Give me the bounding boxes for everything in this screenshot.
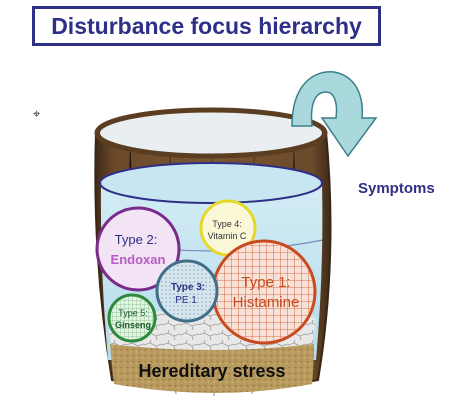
diagram-title: Disturbance focus hierarchy — [51, 12, 362, 39]
curved-arrow-icon — [291, 71, 378, 158]
water-surface — [99, 162, 323, 204]
title-box: Disturbance focus hierarchy — [32, 6, 381, 46]
base-label: Hereditary stress — [138, 361, 285, 381]
type5-substance: Ginseng — [115, 320, 151, 330]
type2-substance: Endoxan — [111, 252, 166, 267]
type1-substance: Histamine — [233, 294, 300, 311]
sand-base — [110, 344, 314, 393]
crosshair-cursor-icon: ⌖ — [33, 107, 41, 122]
type2-label: Type 2: — [115, 232, 158, 247]
type5-circle: Type 5: Ginseng — [107, 293, 157, 343]
type2-circle: Type 2: Endoxan — [95, 206, 181, 292]
type3-label: Type 3: — [171, 282, 205, 293]
symptoms-label: Symptoms — [358, 180, 435, 197]
type1-label: Type 1: — [241, 274, 290, 291]
type1-circle: Type 1: Histamine — [211, 239, 317, 345]
type5-label: Type 5: — [118, 308, 148, 318]
barrel-top-rim — [94, 107, 328, 159]
type3-circle: Type 3: PE 1 — [155, 259, 219, 323]
type3-substance: PE 1 — [175, 295, 197, 306]
type4-label: Type 4: — [212, 219, 242, 229]
type4-substance: Vitamin C — [208, 231, 247, 241]
